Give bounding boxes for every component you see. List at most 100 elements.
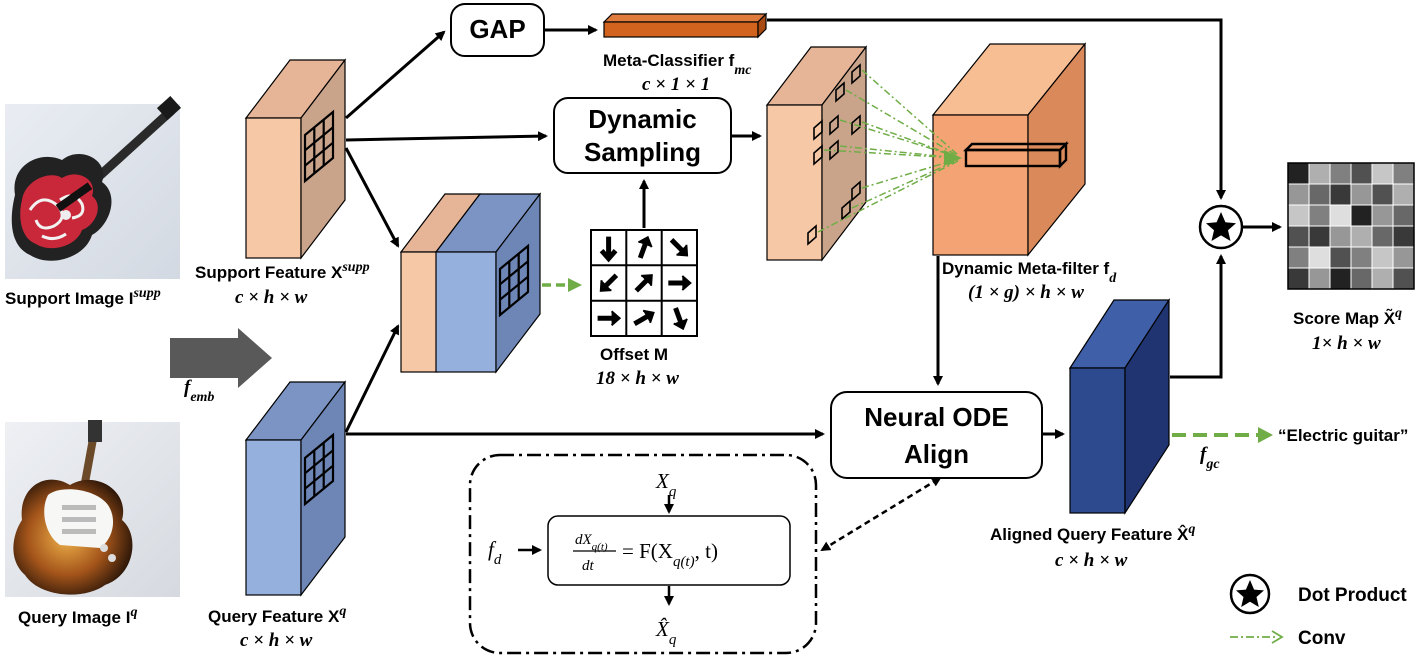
score-map-label: Score Map X̃q — [1293, 306, 1402, 329]
score-map-cell — [1308, 225, 1331, 248]
score-map-cell — [1371, 204, 1394, 227]
offset-label: Offset M — [600, 345, 668, 364]
meta-classifier-dims: c × 1 × 1 — [642, 74, 710, 95]
support-feature-grid — [303, 109, 335, 184]
score-map-cell — [1329, 162, 1352, 185]
ode-equation: dXq(t) dt = F(Xq(t), t) — [573, 532, 718, 574]
score-map-cell — [1287, 183, 1310, 206]
score-map-cell — [1308, 267, 1331, 290]
score-map-cell — [1392, 225, 1415, 248]
score-map-cell — [1329, 183, 1352, 206]
score-map-cell — [1350, 204, 1373, 227]
legend: Dot Product Conv — [1229, 573, 1407, 649]
score-map-cell — [1371, 162, 1394, 185]
concat-to-offset-arrow — [542, 278, 582, 292]
score-map-cell — [1350, 162, 1373, 185]
query-feature-label: Query Feature Xq — [208, 604, 346, 627]
dynamic-meta-filter-dims: (1 × g) × h × w — [968, 282, 1084, 303]
concat-feature-grid — [498, 243, 530, 318]
score-map-cell — [1371, 267, 1394, 290]
legend-conv-icon — [1230, 630, 1284, 644]
ode-input-label: fd — [488, 537, 502, 568]
score-map-cell — [1287, 246, 1310, 269]
aligned-query-feature-label: Aligned Query Feature X̂q — [990, 522, 1195, 545]
ode-connections — [518, 476, 942, 606]
score-map-cell — [1329, 267, 1352, 290]
ode-xhat-label: X̂q — [655, 617, 677, 648]
dynamic-meta-filter-block — [931, 42, 1087, 257]
score-map-cell — [1308, 162, 1331, 185]
score-map-cell — [1287, 225, 1310, 248]
score-map-cell — [1392, 267, 1415, 290]
f-gc-label: fgc — [1200, 444, 1220, 472]
legend-dot-product-icon — [1229, 573, 1271, 615]
score-map-cell — [1350, 267, 1373, 290]
score-map-cell — [1287, 267, 1310, 290]
conv-arrowhead — [944, 150, 962, 166]
query-feature-block — [244, 380, 347, 597]
embedding-arrow — [170, 328, 272, 388]
ode-rhs: = F(Xq(t), t) — [622, 539, 718, 570]
ode-detail-box: fd Xq X̂q dXq(t) dt = F(Xq(t), t) — [468, 453, 818, 655]
score-map-cell — [1329, 204, 1352, 227]
dynamic-sampling-box: Dynamic Sampling — [553, 97, 732, 174]
neural-ode-label-2: Align — [904, 439, 969, 469]
legend-dot-product-label: Dot Product — [1298, 585, 1407, 606]
score-map-cell — [1371, 225, 1394, 248]
score-map-cell — [1350, 246, 1373, 269]
score-map-cell — [1329, 246, 1352, 269]
support-feature-dims: c × h × w — [235, 287, 308, 308]
f-gc-arrow — [1172, 427, 1273, 443]
score-map-cell — [1308, 183, 1331, 206]
support-feature-label: Support Feature Xsupp — [195, 260, 370, 283]
offset-dims: 18 × h × w — [596, 368, 679, 389]
score-map-cell — [1371, 183, 1394, 206]
conv-lines — [817, 69, 959, 233]
score-map-cell — [1392, 183, 1415, 206]
sampled-feature-block — [765, 45, 868, 262]
score-map-cell — [1371, 246, 1394, 269]
score-map-cell — [1392, 162, 1415, 185]
ode-xq-label: Xq — [655, 469, 677, 500]
support-image — [5, 96, 182, 279]
filter-kernel — [963, 141, 1069, 169]
ode-frac-den: dt — [582, 558, 595, 574]
legend-conv-label: Conv — [1298, 628, 1346, 649]
score-map-cell — [1287, 204, 1310, 227]
support-image-label: Support Image Isupp — [5, 286, 161, 309]
dynamic-sampling-label-1: Dynamic — [588, 104, 696, 134]
query-feature-dims: c × h × w — [240, 630, 313, 651]
gap-label: GAP — [469, 14, 525, 44]
score-map-cell — [1350, 183, 1373, 206]
neural-ode-align-box: Neural ODE Align — [830, 391, 1043, 479]
query-guitar-picture — [13, 420, 133, 595]
aligned-query-feature-dims: c × h × w — [1055, 550, 1128, 571]
support-feature-block — [244, 58, 347, 260]
dot-product-node — [1198, 204, 1244, 250]
offset-grid — [590, 229, 698, 337]
gap-box: GAP — [450, 3, 545, 57]
meta-classifier-label: Meta-Classifier fmc — [603, 51, 752, 78]
dynamic-sampling-label-2: Sampling — [584, 137, 701, 167]
support-guitar-picture — [11, 96, 182, 261]
score-map-dims: 1× h × w — [1312, 333, 1381, 354]
aligned-query-feature-block — [1068, 297, 1171, 516]
query-feature-grid — [303, 432, 335, 507]
f-emb-label: femb — [184, 377, 214, 405]
connections — [344, 18, 1282, 439]
score-map-cell — [1392, 204, 1415, 227]
score-map-cell — [1308, 204, 1331, 227]
score-map-cell — [1392, 246, 1415, 269]
neural-ode-label-1: Neural ODE — [864, 402, 1009, 432]
score-map-cell — [1287, 162, 1310, 185]
score-map — [1287, 162, 1415, 290]
sampled-points — [807, 63, 861, 246]
ode-frac-num: dXq(t) — [575, 532, 608, 553]
score-map-cell — [1308, 246, 1331, 269]
dynamic-meta-filter-label: Dynamic Meta-filter fd — [942, 259, 1117, 286]
query-image-label: Query Image Iq — [18, 605, 137, 628]
score-map-border — [1287, 162, 1415, 290]
electric-guitar-label: “Electric guitar” — [1278, 426, 1408, 445]
meta-classifier-bar — [602, 12, 768, 39]
